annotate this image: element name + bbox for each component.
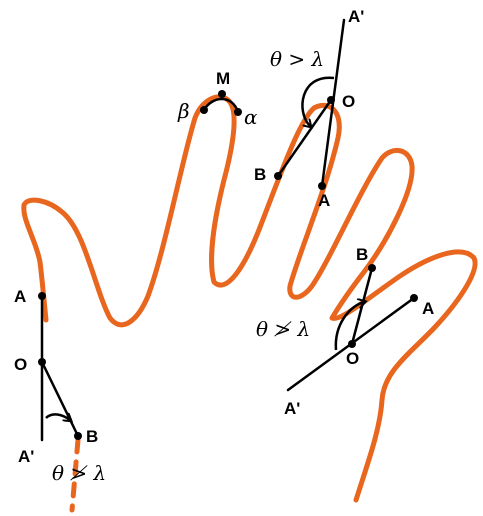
right-label-b: B bbox=[356, 245, 368, 264]
top-label-a-prime: A' bbox=[348, 7, 364, 26]
left-angle-arc bbox=[45, 414, 70, 420]
left-construction: A O A' B θ ≯ λ bbox=[14, 287, 106, 485]
label-alpha: α bbox=[244, 105, 258, 129]
left-label-o: O bbox=[14, 355, 27, 374]
hand-contour-dashed-end bbox=[69, 437, 81, 513]
left-label-a: A bbox=[14, 287, 26, 306]
point-alpha bbox=[234, 108, 242, 116]
left-label-a-prime: A' bbox=[18, 447, 34, 466]
top-point-b bbox=[274, 172, 282, 180]
point-m bbox=[218, 90, 226, 98]
left-point-b bbox=[74, 432, 82, 440]
right-point-b bbox=[368, 264, 376, 272]
left-relation: θ ≯ λ bbox=[52, 461, 106, 485]
left-point-o bbox=[38, 358, 46, 366]
right-relation: θ ≯ λ bbox=[256, 317, 310, 341]
point-beta bbox=[200, 106, 208, 114]
top-label-o: O bbox=[342, 92, 355, 111]
left-point-a bbox=[38, 292, 46, 300]
label-m: M bbox=[216, 69, 230, 88]
label-beta: β bbox=[177, 99, 190, 123]
top-construction: A' O B A θ > λ bbox=[254, 7, 364, 210]
left-label-b: B bbox=[86, 427, 98, 446]
top-label-b: B bbox=[254, 165, 266, 184]
top-relation: θ > λ bbox=[270, 47, 324, 71]
hand-contour bbox=[21, 94, 478, 503]
right-label-a-prime: A' bbox=[284, 399, 300, 418]
top-ray-ob bbox=[276, 98, 333, 178]
right-angle-arc bbox=[334, 302, 364, 351]
top-point-a bbox=[318, 182, 326, 190]
right-label-a: A bbox=[422, 299, 434, 318]
right-point-o bbox=[348, 340, 356, 348]
right-construction: B A O A' θ ≯ λ bbox=[256, 245, 434, 418]
top-point-o bbox=[327, 96, 335, 104]
right-label-o: O bbox=[346, 349, 359, 368]
hand-contour-tail bbox=[37, 259, 49, 323]
top-angle-arc bbox=[301, 76, 335, 126]
right-point-a bbox=[410, 294, 418, 302]
peak-labels: M α β bbox=[177, 69, 258, 129]
left-ray-ob bbox=[40, 360, 80, 438]
top-label-a: A bbox=[318, 191, 330, 210]
